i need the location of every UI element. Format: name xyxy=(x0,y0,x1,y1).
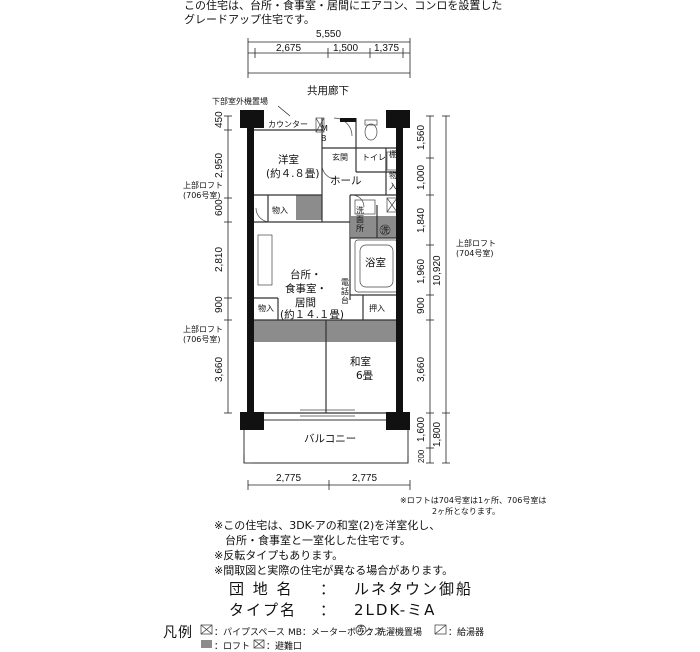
label-senmen-b: 面 xyxy=(356,215,364,224)
label-washitsu: 和室 xyxy=(350,355,371,368)
label-mb-b: B xyxy=(321,134,327,143)
dim-right-bottom: 1,800 xyxy=(432,422,443,447)
label-counter: カウンター xyxy=(268,120,308,129)
loft-right-a: 上部ロフト xyxy=(456,238,496,248)
dim-left-4: 2,810 xyxy=(214,247,225,272)
label-outdoor-unit: 下部室外機置場 xyxy=(212,96,268,106)
bottom-dimensions xyxy=(247,480,411,490)
label-mono1-b: 入 xyxy=(389,182,397,191)
exterior-walls xyxy=(240,110,410,430)
dim-right-5: 900 xyxy=(416,297,427,314)
danchi-label: 団 地 名 xyxy=(229,580,294,598)
dim-left-2: 2,950 xyxy=(214,153,225,178)
loft-left2-b: (706号室) xyxy=(183,334,221,344)
dim-bottom-left: 2,775 xyxy=(276,473,301,484)
label-washitsu-size: 6畳 xyxy=(356,370,374,382)
label-ldk-3: 居間 xyxy=(295,297,316,309)
dim-top-seg1: 2,675 xyxy=(276,43,301,54)
danchi-value: ルネタウン御船 xyxy=(354,580,474,598)
label-toilet: トイレ xyxy=(362,153,386,162)
label-bath: 浴室 xyxy=(365,256,386,269)
washer-mark-icon xyxy=(379,224,391,236)
dim-right-3: 1,840 xyxy=(416,208,427,233)
label-shelf: 棚 xyxy=(389,149,397,159)
note-4: ※間取図と実際の住宅が異なる場合があります。 xyxy=(214,564,454,577)
note-2: 台所・食事室と一室化した住宅です。 xyxy=(214,534,411,547)
dim-right-1: 1,560 xyxy=(416,125,427,150)
legend-wash: ：洗濯機置場 xyxy=(368,628,423,638)
dim-top-seg2: 1,500 xyxy=(333,43,358,54)
door-swings xyxy=(255,117,365,417)
loft-left2-a: 上部ロフト xyxy=(183,324,223,334)
dim-left-5: 900 xyxy=(214,296,225,313)
legend-mb: MB：メーターボックス xyxy=(288,628,383,638)
label-mb-m: M xyxy=(321,124,328,133)
legend-wash-mark: 洗 xyxy=(357,625,364,633)
dim-left-3: 600 xyxy=(214,199,225,216)
right-dimensions xyxy=(426,115,450,464)
type-label: タイプ名 xyxy=(229,601,298,619)
label-mono1-a: 物 xyxy=(389,170,397,180)
dim-bottom-right: 2,775 xyxy=(352,473,377,484)
label-ldk-size: (約１４.１畳) xyxy=(280,308,344,321)
label-phone-a: 電 xyxy=(341,278,349,287)
dim-right-4: 1,960 xyxy=(416,259,427,284)
dim-right-7: 1,600 xyxy=(416,417,427,442)
label-hall: ホール xyxy=(330,175,362,187)
legend-heater: ：給湯器 xyxy=(448,628,485,638)
dim-right-total: 10,920 xyxy=(432,255,443,286)
dim-top-seg3: 1,375 xyxy=(374,43,399,54)
label-storage: 物入 xyxy=(272,205,288,215)
label-youshitsu: 洋室 xyxy=(278,153,299,166)
label-wash-mark: 洗 xyxy=(381,225,389,235)
label-senmen-a: 洗 xyxy=(356,205,364,215)
dim-left-6: 3,660 xyxy=(214,357,225,382)
loft-left1-a: 上部ロフト xyxy=(183,180,223,190)
legend-loft: ：ロフト xyxy=(214,642,251,652)
top-dimensions xyxy=(247,38,411,78)
header-note-line2: グレードアップ住宅です。 xyxy=(184,13,315,26)
dim-right-8: 200 xyxy=(417,449,426,463)
loft-right-b: (704号室) xyxy=(456,248,494,258)
label-ldk-1: 台所・ xyxy=(290,268,322,281)
dim-left-1: 450 xyxy=(214,111,225,128)
note-3: ※反転タイプもあります。 xyxy=(214,549,344,562)
dim-right-2: 1,000 xyxy=(416,165,427,190)
label-phone-c: 台 xyxy=(341,295,349,305)
dim-right-6: 3,660 xyxy=(416,357,427,382)
type-value: 2LDK-ミA xyxy=(354,601,437,619)
label-genkan: 玄関 xyxy=(332,152,348,162)
danchi-sep: ： xyxy=(320,580,338,598)
label-storage2: 物入 xyxy=(258,303,274,313)
label-ldk-2: 食事室・ xyxy=(285,282,327,295)
label-corridor: 共用廊下 xyxy=(307,84,349,97)
type-sep: ： xyxy=(320,601,338,619)
dim-top-total: 5,550 xyxy=(316,29,341,40)
legend-symbols xyxy=(200,624,447,649)
legend-title: 凡例 xyxy=(163,625,193,641)
label-balcony: バルコニー xyxy=(304,433,356,445)
header-note-line1: この住宅は、台所・食事室・居間にエアコン、コンロを設置した xyxy=(184,0,503,12)
note-1: ※この住宅は、3DK-アの和室(2)を洋室化し、 xyxy=(214,519,441,532)
loft-areas xyxy=(254,195,400,342)
partitions xyxy=(243,118,409,464)
loft-note-2: 2ヶ所となります。 xyxy=(432,506,500,516)
legend-pipe: ：パイプスペース xyxy=(214,628,285,638)
left-dimensions xyxy=(224,115,232,414)
label-oshiire: 押入 xyxy=(369,303,385,313)
label-phone-b: 話 xyxy=(341,286,349,296)
loft-left1-b: (706号室) xyxy=(183,190,221,200)
legend-escape: ：避難口 xyxy=(266,642,303,652)
balcony-outline xyxy=(243,419,409,464)
loft-note-1: ※ロフトは704号室は1ヶ所、706号室は xyxy=(400,495,546,505)
label-youshitsu-size: (約４.８畳) xyxy=(266,167,320,180)
label-senmen-c: 所 xyxy=(356,223,364,233)
